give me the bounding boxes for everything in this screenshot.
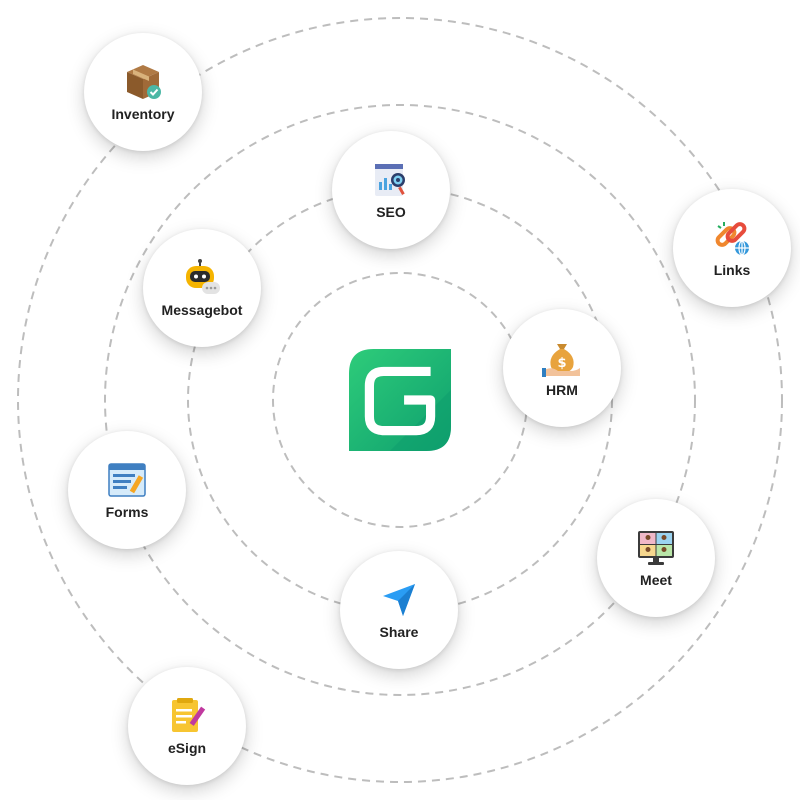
app-node-meet[interactable]: Meet: [597, 499, 715, 617]
app-node-hrm[interactable]: $ HRM: [503, 309, 621, 427]
app-node-share[interactable]: Share: [340, 551, 458, 669]
robot-icon: [182, 258, 222, 298]
video-meeting-icon: [636, 528, 676, 568]
app-node-messagebot[interactable]: Messagebot: [143, 229, 261, 347]
orbit-ring-second-outer: [104, 104, 696, 696]
app-node-links[interactable]: Links: [673, 189, 791, 307]
app-node-label: Forms: [105, 504, 149, 520]
form-icon: [107, 460, 147, 500]
app-node-label: Links: [713, 262, 751, 278]
app-node-inventory[interactable]: Inventory: [84, 33, 202, 151]
app-node-label: Share: [379, 624, 419, 640]
box-icon: [123, 62, 163, 102]
app-node-seo[interactable]: SEO: [332, 131, 450, 249]
app-node-label: eSign: [167, 740, 207, 756]
app-node-label: HRM: [546, 382, 578, 398]
g-logo-icon: [349, 349, 451, 451]
signature-icon: [167, 696, 207, 736]
app-node-label: Meet: [640, 572, 672, 588]
seo-report-icon: [371, 160, 411, 200]
app-node-forms[interactable]: Forms: [68, 431, 186, 549]
orbit-ring-outer: [17, 17, 783, 783]
app-node-label: Messagebot: [161, 302, 243, 318]
paper-plane-icon: [379, 580, 419, 620]
app-node-label: Inventory: [111, 106, 175, 122]
money-bag-icon: $: [542, 338, 582, 378]
app-node-label: SEO: [376, 204, 406, 220]
svg-text:$: $: [557, 356, 566, 371]
link-icon: [712, 218, 752, 258]
app-node-esign[interactable]: eSign: [128, 667, 246, 785]
